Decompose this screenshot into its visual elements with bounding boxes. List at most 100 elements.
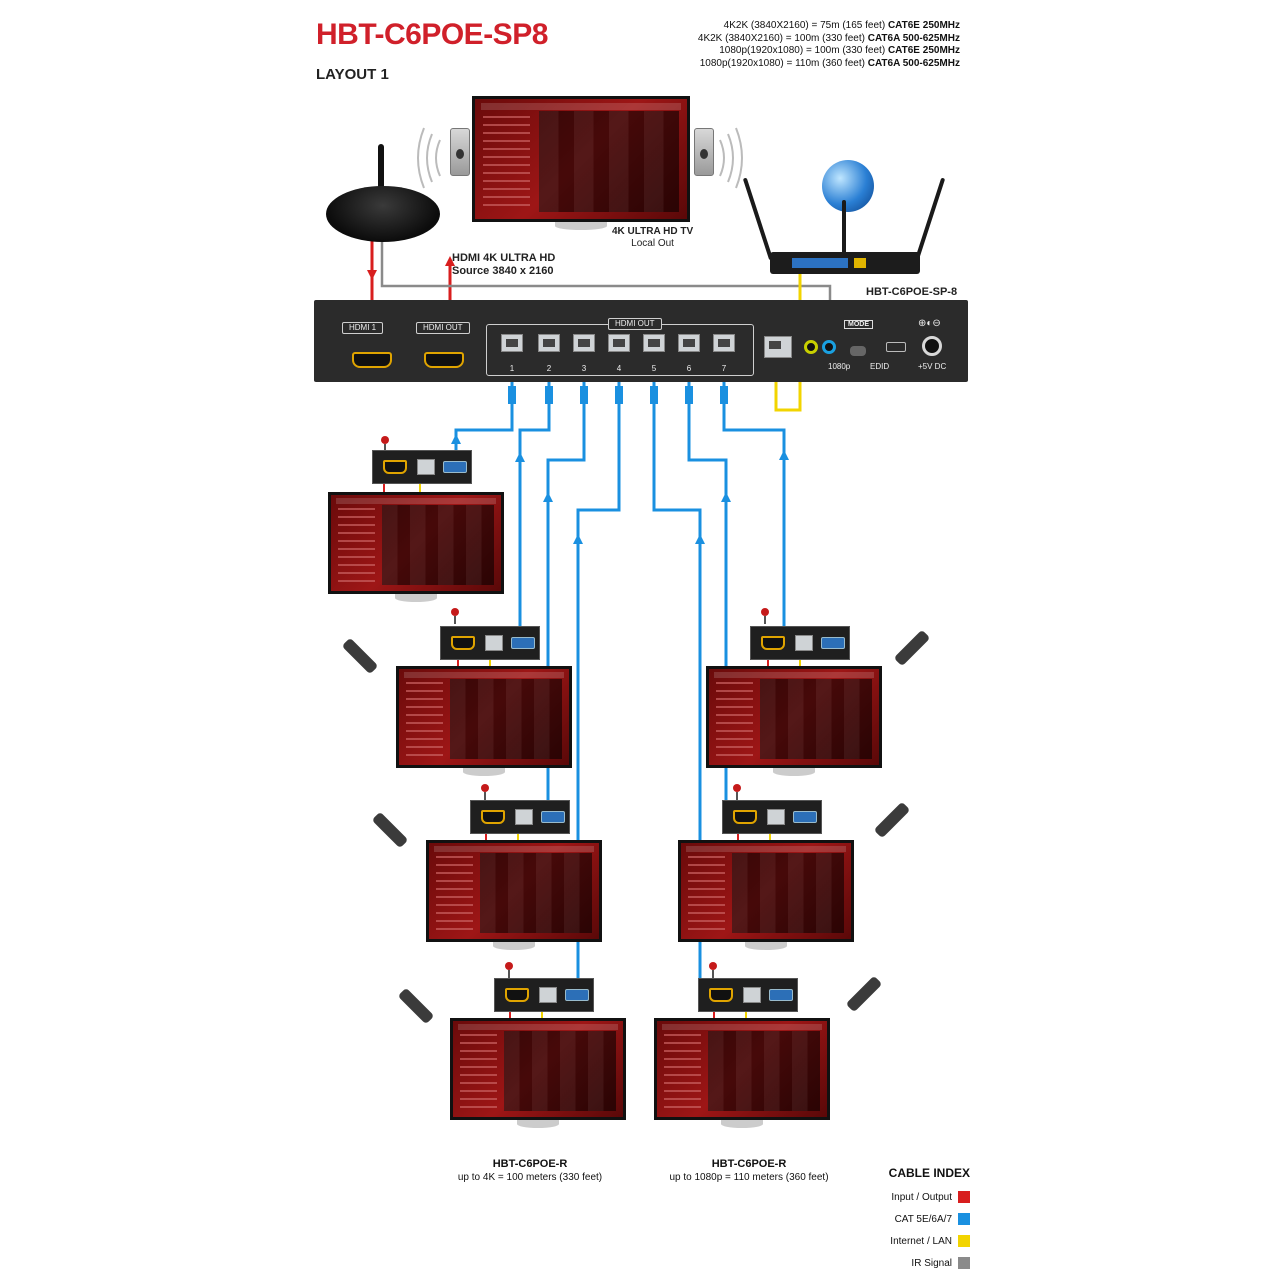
- port-number: 7: [721, 364, 727, 373]
- port-number: 3: [581, 364, 587, 373]
- ir-in-jack: [804, 340, 818, 354]
- legend-swatch: [958, 1213, 970, 1225]
- distance-specs: 4K2K (3840X2160) = 75m (165 feet) CAT6E …: [698, 20, 960, 70]
- receiver-unit: [494, 978, 594, 1012]
- legend-item: Input / Output: [866, 1186, 970, 1208]
- legend-swatch: [958, 1257, 970, 1269]
- router-antenna: [842, 200, 846, 256]
- cat-cable-5: [652, 382, 702, 978]
- port-number: 1: [509, 364, 515, 373]
- spec-line: 1080p(1920x1080) = 110m (360 feet) CAT6A…: [699, 57, 960, 69]
- remote-tv: [706, 666, 882, 776]
- device-label: HBT-C6POE-SP-8: [866, 286, 958, 298]
- hdmi-local-out-port: [424, 352, 464, 368]
- legend-swatch: [958, 1235, 970, 1247]
- edid-port: [886, 342, 906, 352]
- spec-line: 4K2K (3840X2160) = 75m (165 feet) CAT6E …: [723, 20, 960, 31]
- rj45-port-3: [573, 334, 595, 352]
- label-1080p: 1080p: [828, 362, 851, 371]
- hdmi-output-arrow: [445, 256, 455, 266]
- page-title: HBT-C6POE-SP8: [316, 18, 548, 51]
- hdmi-in-tag: HDMI 1: [342, 322, 384, 334]
- legend-item: Internet / LAN: [866, 1230, 970, 1252]
- cat-cable-7: [722, 382, 786, 626]
- receiver-unit: [750, 626, 850, 660]
- ir-line: [380, 236, 832, 300]
- lan-port: [764, 336, 792, 358]
- cat-connector-5: [650, 386, 658, 404]
- cable-index: CABLE INDEX Input / Output CAT 5E/6A/7 I…: [866, 1166, 970, 1274]
- ir-receiver-icon: [708, 962, 718, 978]
- spec-line: 1080p(1920x1080) = 100m (330 feet) CAT6E…: [719, 45, 960, 56]
- media-player-antenna: [378, 144, 384, 190]
- cat-connector-6: [685, 386, 693, 404]
- internet-globe-icon: [822, 160, 874, 212]
- legend-item: IR Signal: [866, 1252, 970, 1274]
- receiver-unit: [372, 450, 472, 484]
- mode-tag: MODE: [844, 320, 873, 329]
- hdmi-in-port: [352, 352, 392, 368]
- rj45-port-7: [713, 334, 735, 352]
- receiver-unit: [440, 626, 540, 660]
- receiver-label-1080p: HBT-C6POE-R up to 1080p = 110 meters (36…: [669, 1158, 829, 1183]
- legend-swatch: [958, 1191, 970, 1203]
- cable-index-title: CABLE INDEX: [888, 1166, 970, 1180]
- receiver-unit: [470, 800, 570, 834]
- spec-line: 4K2K (3840X2160) = 100m (330 feet) CAT6A…: [697, 32, 960, 44]
- router-icon: [770, 252, 920, 274]
- cat-connector-3: [580, 386, 588, 404]
- power-jack: [922, 336, 942, 356]
- rj45-port-6: [678, 334, 700, 352]
- layout-label: LAYOUT 1: [316, 66, 389, 83]
- hdmi-out-group-tag: HDMI OUT: [608, 318, 662, 330]
- rj45-port-4: [608, 334, 630, 352]
- source-label: HDMI 4K ULTRA HD Source 3840 x 2160: [452, 252, 556, 277]
- port-number: 4: [616, 364, 622, 373]
- speaker-left-icon: [450, 128, 470, 176]
- legend-item: CAT 5E/6A/7: [866, 1208, 970, 1230]
- remote-tv: [426, 840, 602, 950]
- rj45-port-2: [538, 334, 560, 352]
- local-tv: [472, 96, 690, 230]
- lan-cable-panel: [774, 382, 802, 412]
- remote-tv: [396, 666, 572, 776]
- ir-receiver-icon: [380, 436, 390, 452]
- speaker-right-waves: [719, 127, 743, 189]
- rj45-port-5: [643, 334, 665, 352]
- hdmi-local-out-tag: HDMI OUT: [416, 322, 470, 334]
- ir-receiver-icon: [760, 608, 770, 624]
- label-power: +5V DC: [918, 362, 947, 371]
- remote-tv: [328, 492, 504, 602]
- ir-receiver-icon: [732, 784, 742, 800]
- cat-cable-6: [687, 382, 728, 800]
- receiver-label-4k: HBT-C6POE-R up to 4K = 100 meters (330 f…: [457, 1158, 603, 1183]
- remote-tv: [678, 840, 854, 950]
- remote-tv: [654, 1018, 830, 1128]
- ir-receiver-icon: [504, 962, 514, 978]
- cat-connector-4: [615, 386, 623, 404]
- receiver-unit: [698, 978, 798, 1012]
- cat-cable-4: [576, 382, 621, 978]
- speaker-right-icon: [694, 128, 714, 176]
- cat-cable-3: [546, 382, 586, 800]
- power-polarity-icon: ⊕◐⊖: [918, 318, 941, 329]
- cat-connector-2: [545, 386, 553, 404]
- port-number: 2: [546, 364, 552, 373]
- hdmi-input-arrow: [367, 270, 377, 280]
- local-tv-label: 4K ULTRA HD TV Local Out: [612, 226, 694, 249]
- cat-cable-2: [518, 382, 551, 626]
- port-number: 5: [651, 364, 657, 373]
- label-edid: EDID: [870, 362, 890, 371]
- rj45-port-1: [501, 334, 523, 352]
- ir-receiver-icon: [480, 784, 490, 800]
- cat-cable-1: [454, 382, 514, 450]
- media-player: [326, 186, 440, 242]
- ir-receiver-icon: [450, 608, 460, 624]
- hdmi-splitter-panel: HDMI 1 HDMI OUT HDMI OUT 1 2 3 4 5 6 7 1…: [314, 300, 968, 382]
- speaker-left-waves: [417, 127, 441, 189]
- receiver-unit: [722, 800, 822, 834]
- cat-connector-1: [508, 386, 516, 404]
- cat-connector-7: [720, 386, 728, 404]
- remote-tv: [450, 1018, 626, 1128]
